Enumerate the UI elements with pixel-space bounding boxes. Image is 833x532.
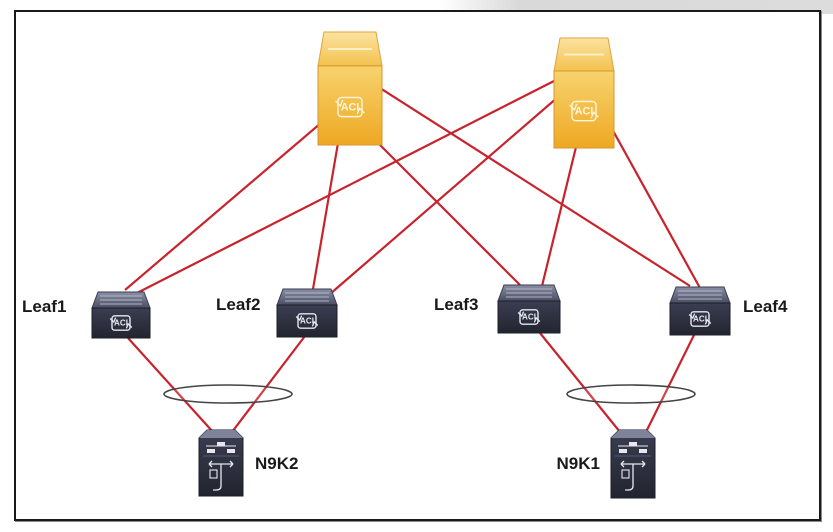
aci-icon-text: ACI — [575, 106, 594, 118]
network-icon — [206, 442, 236, 453]
port-channel-layer — [163, 384, 696, 404]
leaf-label: Leaf3 — [434, 295, 478, 314]
leaf-front-face — [497, 300, 561, 334]
link-leaf3-n9k1 — [539, 332, 621, 433]
leaf-front-face — [91, 307, 151, 339]
link-spine2-leaf1 — [134, 79, 557, 295]
service-icon — [208, 460, 234, 491]
leaf-front-face — [276, 304, 338, 338]
spine-front-face — [553, 70, 615, 149]
spine-switch-spine1[interactable]: ACI — [317, 31, 383, 146]
aci-icon: ACI — [517, 309, 541, 325]
link-spine1-leaf1 — [124, 116, 329, 291]
link-leaf4-n9k1 — [645, 332, 696, 433]
port-channel-ellipse — [163, 384, 293, 404]
leaf-switch-leaf4[interactable]: ACI — [669, 286, 731, 336]
network-icon — [618, 442, 648, 453]
link-spine2-leaf3 — [540, 146, 578, 287]
leaf-label: Leaf1 — [22, 297, 66, 316]
link-leaf1-n9k2 — [127, 337, 214, 433]
aci-icon: ACI — [109, 315, 133, 331]
link-spine2-leaf4 — [605, 117, 701, 289]
aci-icon: ACI — [569, 100, 599, 122]
link-spine1-leaf2 — [311, 142, 340, 290]
leaf-label: Leaf2 — [216, 295, 260, 314]
nexus-label: N9K2 — [255, 454, 298, 473]
link-leaf2-n9k2 — [231, 335, 306, 433]
leaf-switch-leaf1[interactable]: ACI — [91, 291, 151, 339]
leaf-front-face — [669, 302, 731, 336]
aci-icon: ACI — [688, 311, 712, 327]
spine-switch-spine2[interactable]: ACI — [553, 37, 615, 149]
leaf-switch-leaf2[interactable]: ACI — [276, 288, 338, 338]
link-spine1-leaf3 — [367, 132, 521, 286]
aci-icon-text: ACI — [522, 313, 536, 322]
leaf-switch-leaf3[interactable]: ACI — [497, 284, 561, 334]
aci-icon: ACI — [335, 96, 365, 118]
service-icon — [620, 460, 646, 491]
aci-icon-text: ACI — [693, 315, 707, 324]
aci-icon-text: ACI — [300, 317, 314, 326]
link-spine1-leaf4 — [379, 87, 691, 287]
aci-icon-text: ACI — [341, 102, 360, 114]
link-spine2-leaf2 — [329, 96, 559, 295]
port-channel-ellipse — [566, 384, 696, 404]
aci-icon: ACI — [295, 313, 319, 329]
nexus-switch-n9k1[interactable] — [610, 429, 656, 499]
nexus-label: N9K1 — [557, 454, 600, 473]
leaf-label: Leaf4 — [743, 297, 788, 316]
links-layer — [124, 79, 701, 433]
nexus-switch-n9k2[interactable] — [198, 429, 244, 497]
aci-icon-text: ACI — [114, 319, 128, 328]
spine-front-face — [317, 65, 383, 146]
